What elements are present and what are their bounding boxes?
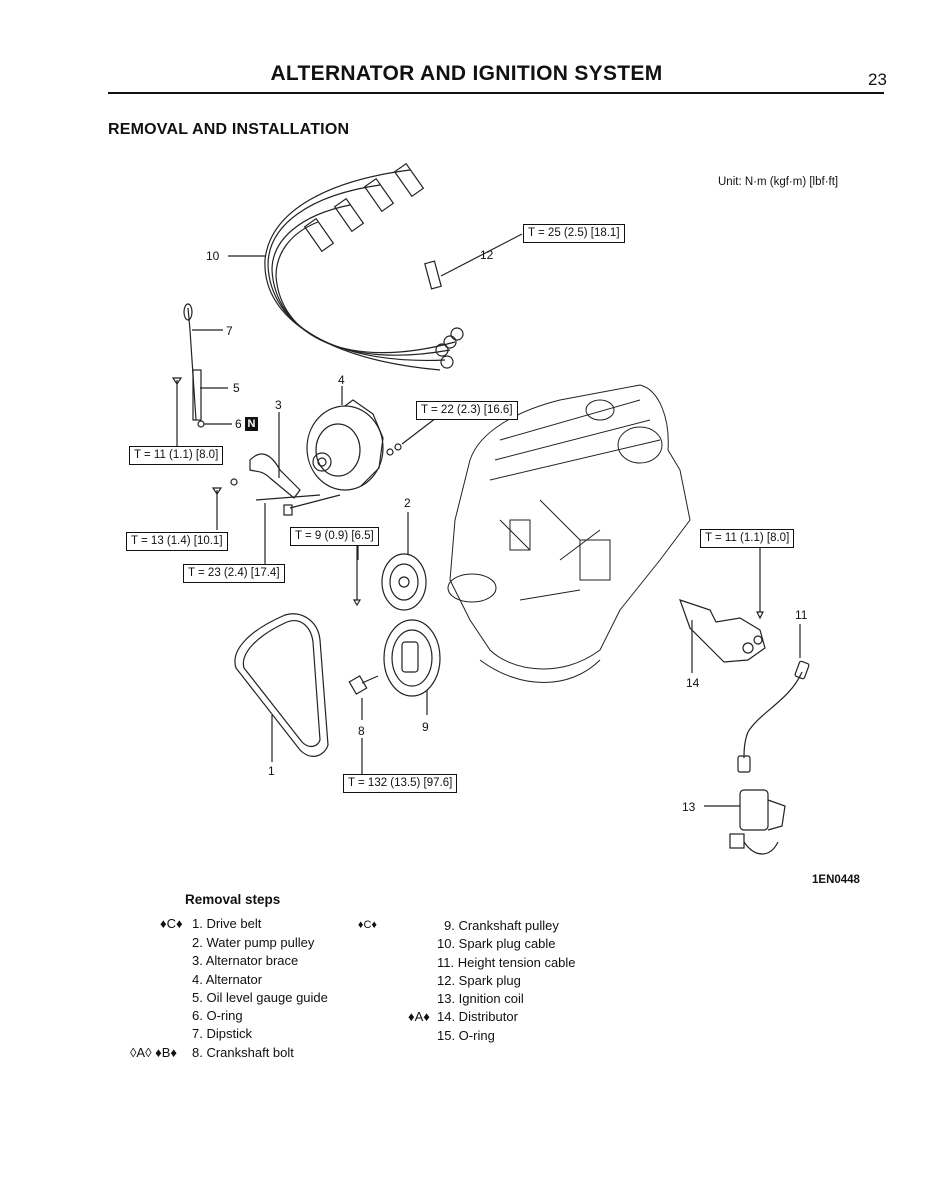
torque-spark-plug: T = 25 (2.5) [18.1] bbox=[523, 224, 625, 243]
water-pump-pulley bbox=[352, 512, 427, 611]
torque-alternator: T = 22 (2.3) [16.6] bbox=[416, 401, 518, 420]
drive-belt bbox=[234, 613, 329, 762]
list-item: 2. Water pump pulley bbox=[192, 935, 315, 950]
callout-11: 11 bbox=[795, 608, 808, 622]
torque-brace-bolt-b: T = 23 (2.4) [17.4] bbox=[183, 564, 285, 583]
callout-12: 12 bbox=[480, 248, 494, 262]
callout-8: 8 bbox=[358, 724, 365, 738]
step-mark: ♦C♦ bbox=[357, 919, 377, 931]
engine-block bbox=[447, 384, 691, 683]
torque-gauge-guide: T = 11 (1.1) [8.0] bbox=[129, 446, 224, 465]
list-item: 8. Crankshaft bolt bbox=[192, 1045, 294, 1060]
page-number: 23 bbox=[868, 70, 887, 89]
torque-water-pump-pulley: T = 9 (0.9) [6.5] bbox=[290, 527, 379, 546]
callout-9: 9 bbox=[422, 720, 429, 734]
callout-14: 14 bbox=[686, 676, 700, 690]
crankshaft-pulley bbox=[383, 619, 441, 715]
distributor bbox=[679, 548, 766, 673]
callout-6: 6 bbox=[235, 417, 242, 431]
torque-crankshaft-bolt: T = 132 (13.5) [97.6] bbox=[343, 774, 458, 793]
callout-1: 1 bbox=[268, 764, 275, 778]
callout-7: 7 bbox=[226, 324, 233, 338]
list-item: 12. Spark plug bbox=[437, 973, 521, 988]
callout-5: 5 bbox=[233, 381, 240, 395]
section-title: REMOVAL AND INSTALLATION bbox=[108, 121, 350, 138]
header-rule bbox=[108, 92, 884, 94]
list-item: 7. Dipstick bbox=[192, 1026, 252, 1041]
list-item: 11. Height tension cable bbox=[437, 955, 576, 970]
spark-plug bbox=[424, 233, 523, 290]
step-mark-1: ♦C♦ bbox=[160, 916, 183, 931]
step-mark-8: ◊A◊ ♦B♦ bbox=[130, 1045, 178, 1060]
removal-steps-title: Removal steps bbox=[185, 892, 281, 907]
callout-13: 13 bbox=[682, 800, 696, 814]
page-title: ALTERNATOR AND IGNITION SYSTEM bbox=[270, 62, 663, 85]
spark-plug-cables bbox=[264, 162, 464, 371]
unit-note: Unit: N·m (kgf·m) [lbf·ft] bbox=[718, 176, 839, 188]
ignition-coil bbox=[704, 789, 786, 855]
callout-4: 4 bbox=[338, 373, 345, 387]
list-item: 14. Distributor bbox=[437, 1009, 518, 1024]
list-item: 9. Crankshaft pulley bbox=[444, 918, 559, 933]
list-item: 6. O-ring bbox=[192, 1008, 243, 1023]
list-item: 10. Spark plug cable bbox=[437, 936, 556, 951]
alternator bbox=[306, 386, 437, 491]
list-item: ♦C♦ bbox=[160, 915, 380, 935]
callout-2: 2 bbox=[404, 496, 411, 510]
callout-10: 10 bbox=[206, 249, 220, 263]
torque-distributor: T = 11 (1.1) [8.0] bbox=[700, 529, 795, 548]
high-tension-cable bbox=[737, 624, 810, 773]
list-item: 5. Oil level gauge guide bbox=[192, 990, 328, 1005]
callout-3: 3 bbox=[275, 398, 282, 412]
crankshaft-bolt bbox=[348, 675, 379, 772]
torque-brace-bolt-a: T = 13 (1.4) [10.1] bbox=[126, 532, 228, 551]
step-mark-14: ♦A♦ bbox=[408, 1009, 430, 1024]
list-item: 4. Alternator bbox=[192, 972, 263, 987]
new-part-badge: N bbox=[245, 417, 258, 431]
alternator-brace bbox=[211, 412, 341, 565]
figure-code: 1EN0448 bbox=[812, 874, 860, 886]
list-item: 3. Alternator brace bbox=[192, 953, 299, 968]
list-item: 1. Drive belt bbox=[192, 916, 262, 931]
list-item: 13. Ignition coil bbox=[437, 991, 524, 1006]
dipstick bbox=[171, 303, 232, 446]
list-item: 15. O-ring bbox=[437, 1028, 495, 1043]
